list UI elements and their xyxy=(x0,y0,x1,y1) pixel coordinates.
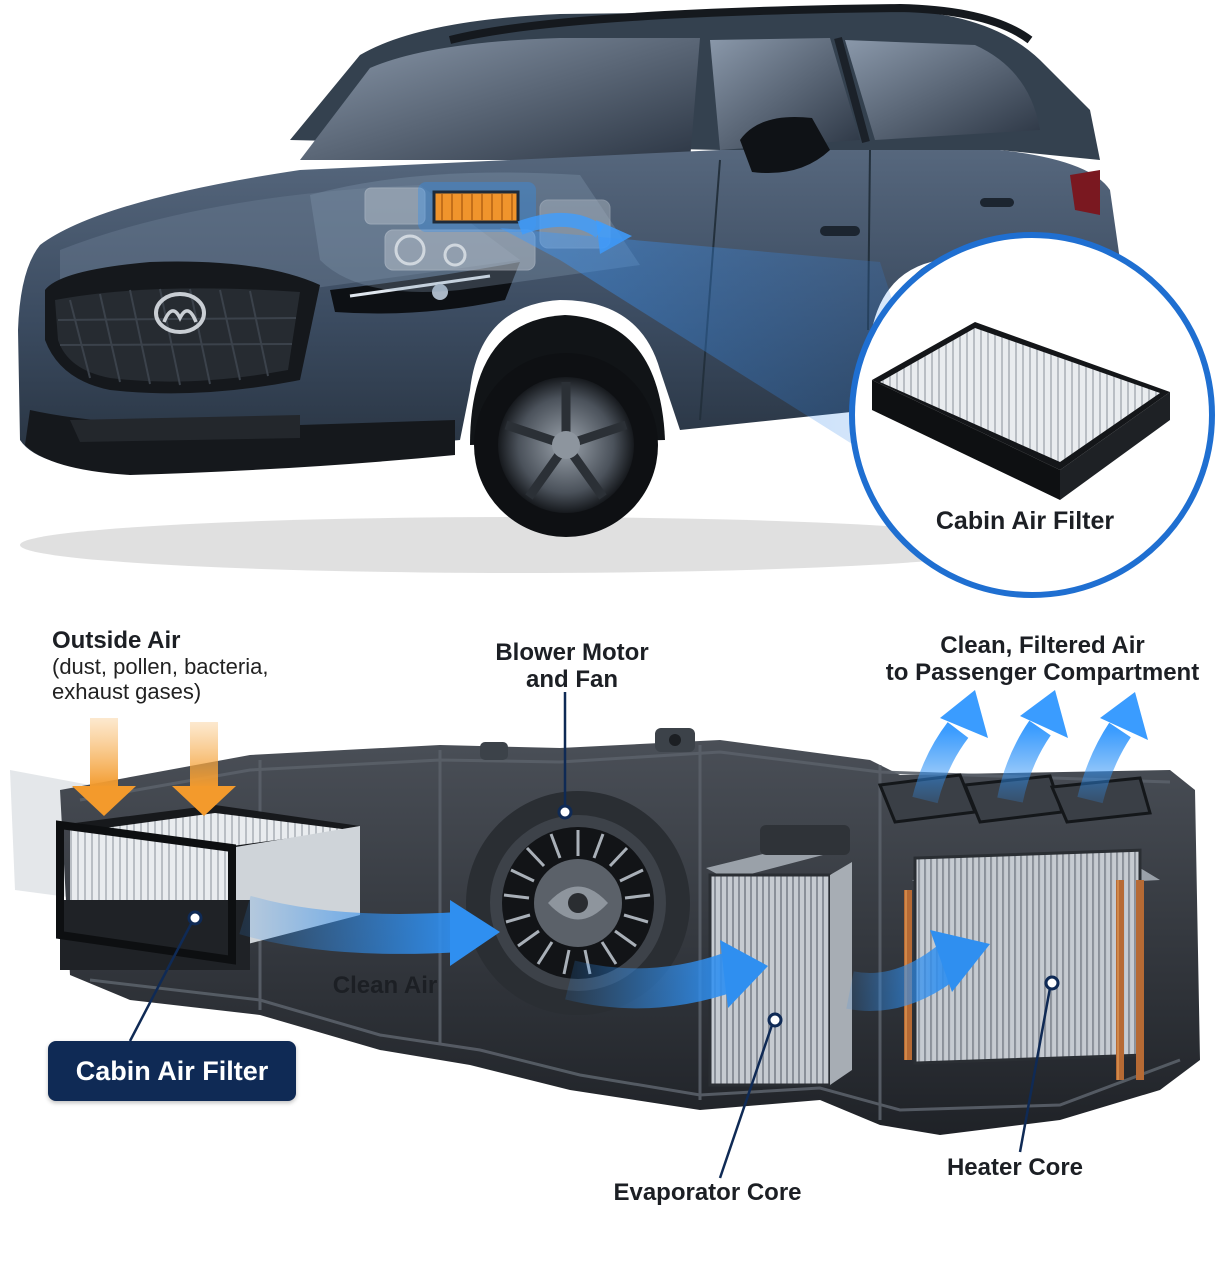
filter-callout xyxy=(849,232,1215,598)
evaporator-core-label: Evaporator Core xyxy=(613,1179,802,1206)
clean-air-label: Clean Air xyxy=(332,972,438,999)
clean-filtered-line-2: to Passenger Compartment xyxy=(885,658,1200,686)
outside-air-arrows xyxy=(72,718,236,816)
callout-filter-label: Cabin Air Filter xyxy=(935,507,1115,535)
outside-air-label: Outside Air (dust, pollen, bacteria, exh… xyxy=(52,627,269,704)
cabin-air-filter-badge: Cabin Air Filter xyxy=(48,1041,296,1101)
engine-bay-xray xyxy=(310,172,640,292)
heater-core-label: Heater Core xyxy=(946,1154,1084,1181)
clean-filtered-air-label: Clean, Filtered Air to Passenger Compart… xyxy=(870,632,1215,687)
outside-air-desc-1: (dust, pollen, bacteria, xyxy=(52,653,269,679)
airflow-arrows xyxy=(239,690,1148,1011)
callout-beam xyxy=(500,228,960,512)
blower-label-line-1: Blower Motor xyxy=(495,639,649,666)
hvac-module xyxy=(10,728,1200,1135)
blower-fan-blades xyxy=(503,830,651,975)
clean-filtered-line-1: Clean, Filtered Air xyxy=(940,632,1145,659)
filter-location-in-car xyxy=(432,190,520,224)
blower-label-line-2: and Fan xyxy=(525,665,618,693)
outside-air-desc-2: exhaust gases) xyxy=(52,678,202,704)
leader-lines xyxy=(128,692,1060,1179)
blower-motor-label: Blower Motor and Fan xyxy=(472,639,672,694)
outside-air-title: Outside Air xyxy=(52,627,181,654)
